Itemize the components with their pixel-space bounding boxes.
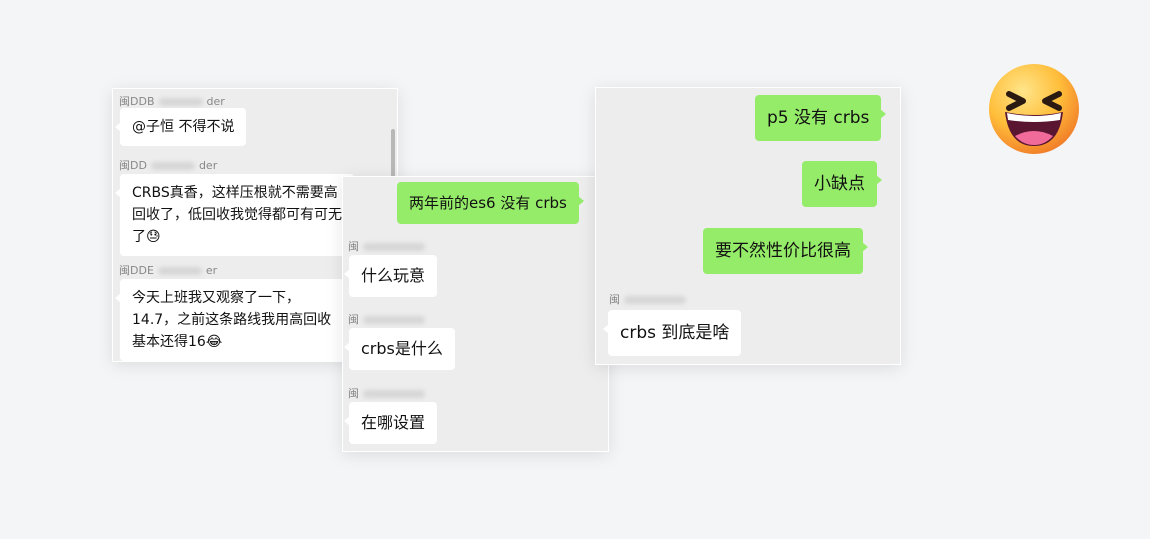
message-bubble[interactable]: crbs 到底是啥 <box>602 310 742 356</box>
message-bubble-outgoing[interactable]: p5 没有 crbs <box>755 95 887 141</box>
message-bubble[interactable]: 今天上班我又观察了一下，14.7，之前这条路线我用高回收基本还得16😂 <box>115 279 354 361</box>
sender-name: 闽 <box>348 311 429 327</box>
message-bubble[interactable]: crbs是什么 <box>344 328 455 370</box>
sender-name: 闽 <box>348 385 429 401</box>
message-bubble[interactable]: 在哪设置 <box>343 402 438 444</box>
sender-name: 闽 <box>348 238 429 254</box>
chat-panel-middle: 两年前的es6 没有 crbs 闽 什么玩意 闽 crbs是什么 闽 在哪设置 <box>342 176 609 452</box>
sender-name: 闽 <box>609 291 690 307</box>
scrollbar[interactable] <box>391 129 395 195</box>
chat-panel-right: p5 没有 crbs 小缺点 要不然性价比很高 闽 crbs 到底是啥 <box>595 87 901 365</box>
squinting-laughing-face-icon <box>989 64 1079 154</box>
message-bubble-outgoing[interactable]: 两年前的es6 没有 crbs <box>397 182 584 224</box>
message-bubble-outgoing[interactable]: 要不然性价比很高 <box>703 228 868 274</box>
message-bubble[interactable]: CRBS真香，这样压根就不需要高回收了，低回收我觉得都可有可无了😓 <box>115 174 354 256</box>
message-bubble[interactable]: @子恒 不得不说 <box>114 108 247 146</box>
message-bubble-outgoing[interactable]: 小缺点 <box>802 161 882 207</box>
message-bubble[interactable]: 什么玩意 <box>343 255 438 297</box>
